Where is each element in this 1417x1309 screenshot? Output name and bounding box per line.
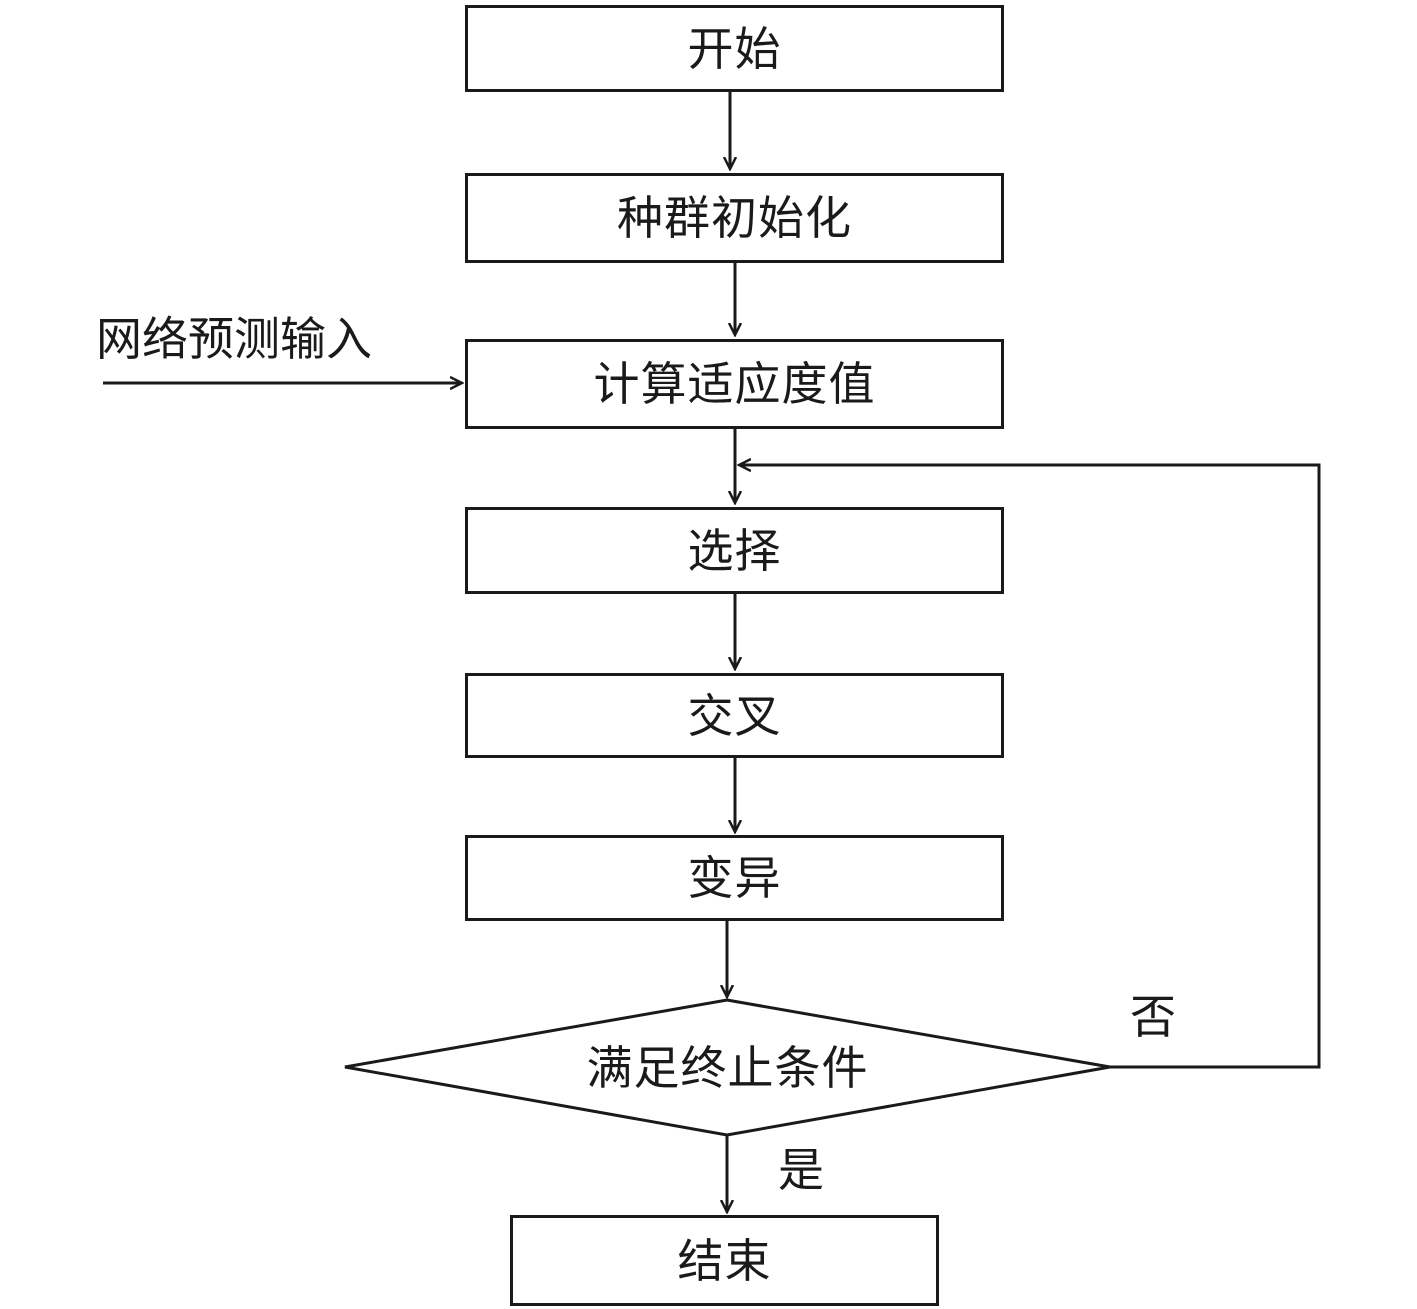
end-label: 结束	[677, 1233, 772, 1288]
fitness-box: 计算适应度值	[465, 339, 1004, 429]
crossover-box: 交叉	[465, 673, 1004, 758]
selection-label: 选择	[687, 523, 782, 578]
start-box: 开始	[465, 5, 1004, 92]
mutation-box: 变异	[465, 835, 1004, 921]
population-init-box: 种群初始化	[465, 173, 1004, 263]
decision-text-wrap: 满足终止条件	[345, 1000, 1110, 1135]
fitness-label: 计算适应度值	[593, 357, 876, 411]
network-input-label: 网络预测输入	[96, 312, 372, 366]
yes-label: 是	[778, 1143, 824, 1197]
crossover-label: 交叉	[687, 688, 782, 743]
end-box: 结束	[510, 1215, 939, 1306]
mutation-label: 变异	[687, 851, 782, 905]
loop-back-line	[740, 465, 1321, 1069]
start-label: 开始	[687, 21, 782, 76]
decision-label: 满足终止条件	[586, 1040, 869, 1095]
selection-box: 选择	[465, 507, 1004, 594]
decision-diamond	[344, 998, 1111, 1137]
population-init-label: 种群初始化	[617, 191, 852, 245]
no-label: 否	[1130, 990, 1176, 1044]
